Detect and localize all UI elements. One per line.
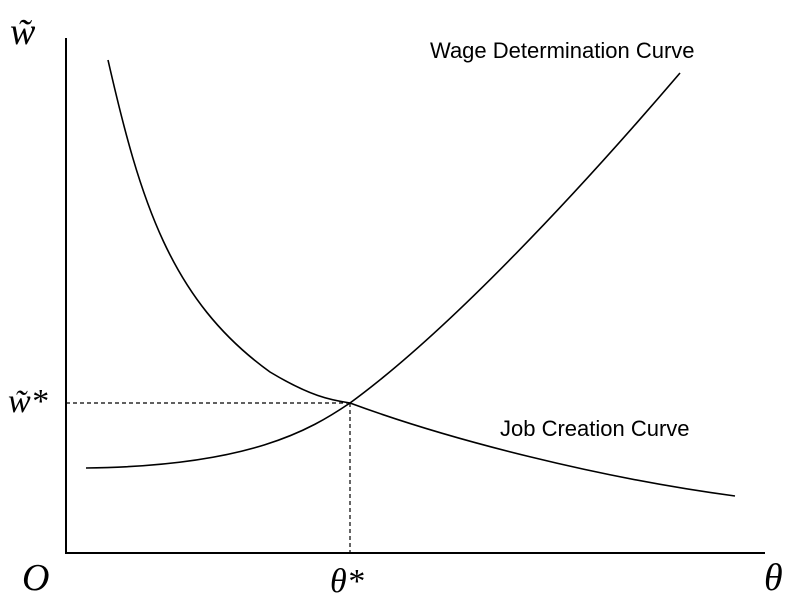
- origin-label: O: [22, 557, 49, 598]
- wage-determination-curve: [85, 72, 681, 469]
- wage-determination-curve-label: Wage Determination Curve: [430, 38, 695, 63]
- equilibrium-theta-label: θ*: [330, 563, 364, 598]
- job-creation-curve: [107, 59, 736, 497]
- equilibrium-wage-label: w̃*: [8, 383, 48, 420]
- job-creation-curve-label: Job Creation Curve: [500, 416, 690, 441]
- x-axis-label: θ: [764, 557, 783, 598]
- y-axis-label: w̃: [10, 11, 36, 53]
